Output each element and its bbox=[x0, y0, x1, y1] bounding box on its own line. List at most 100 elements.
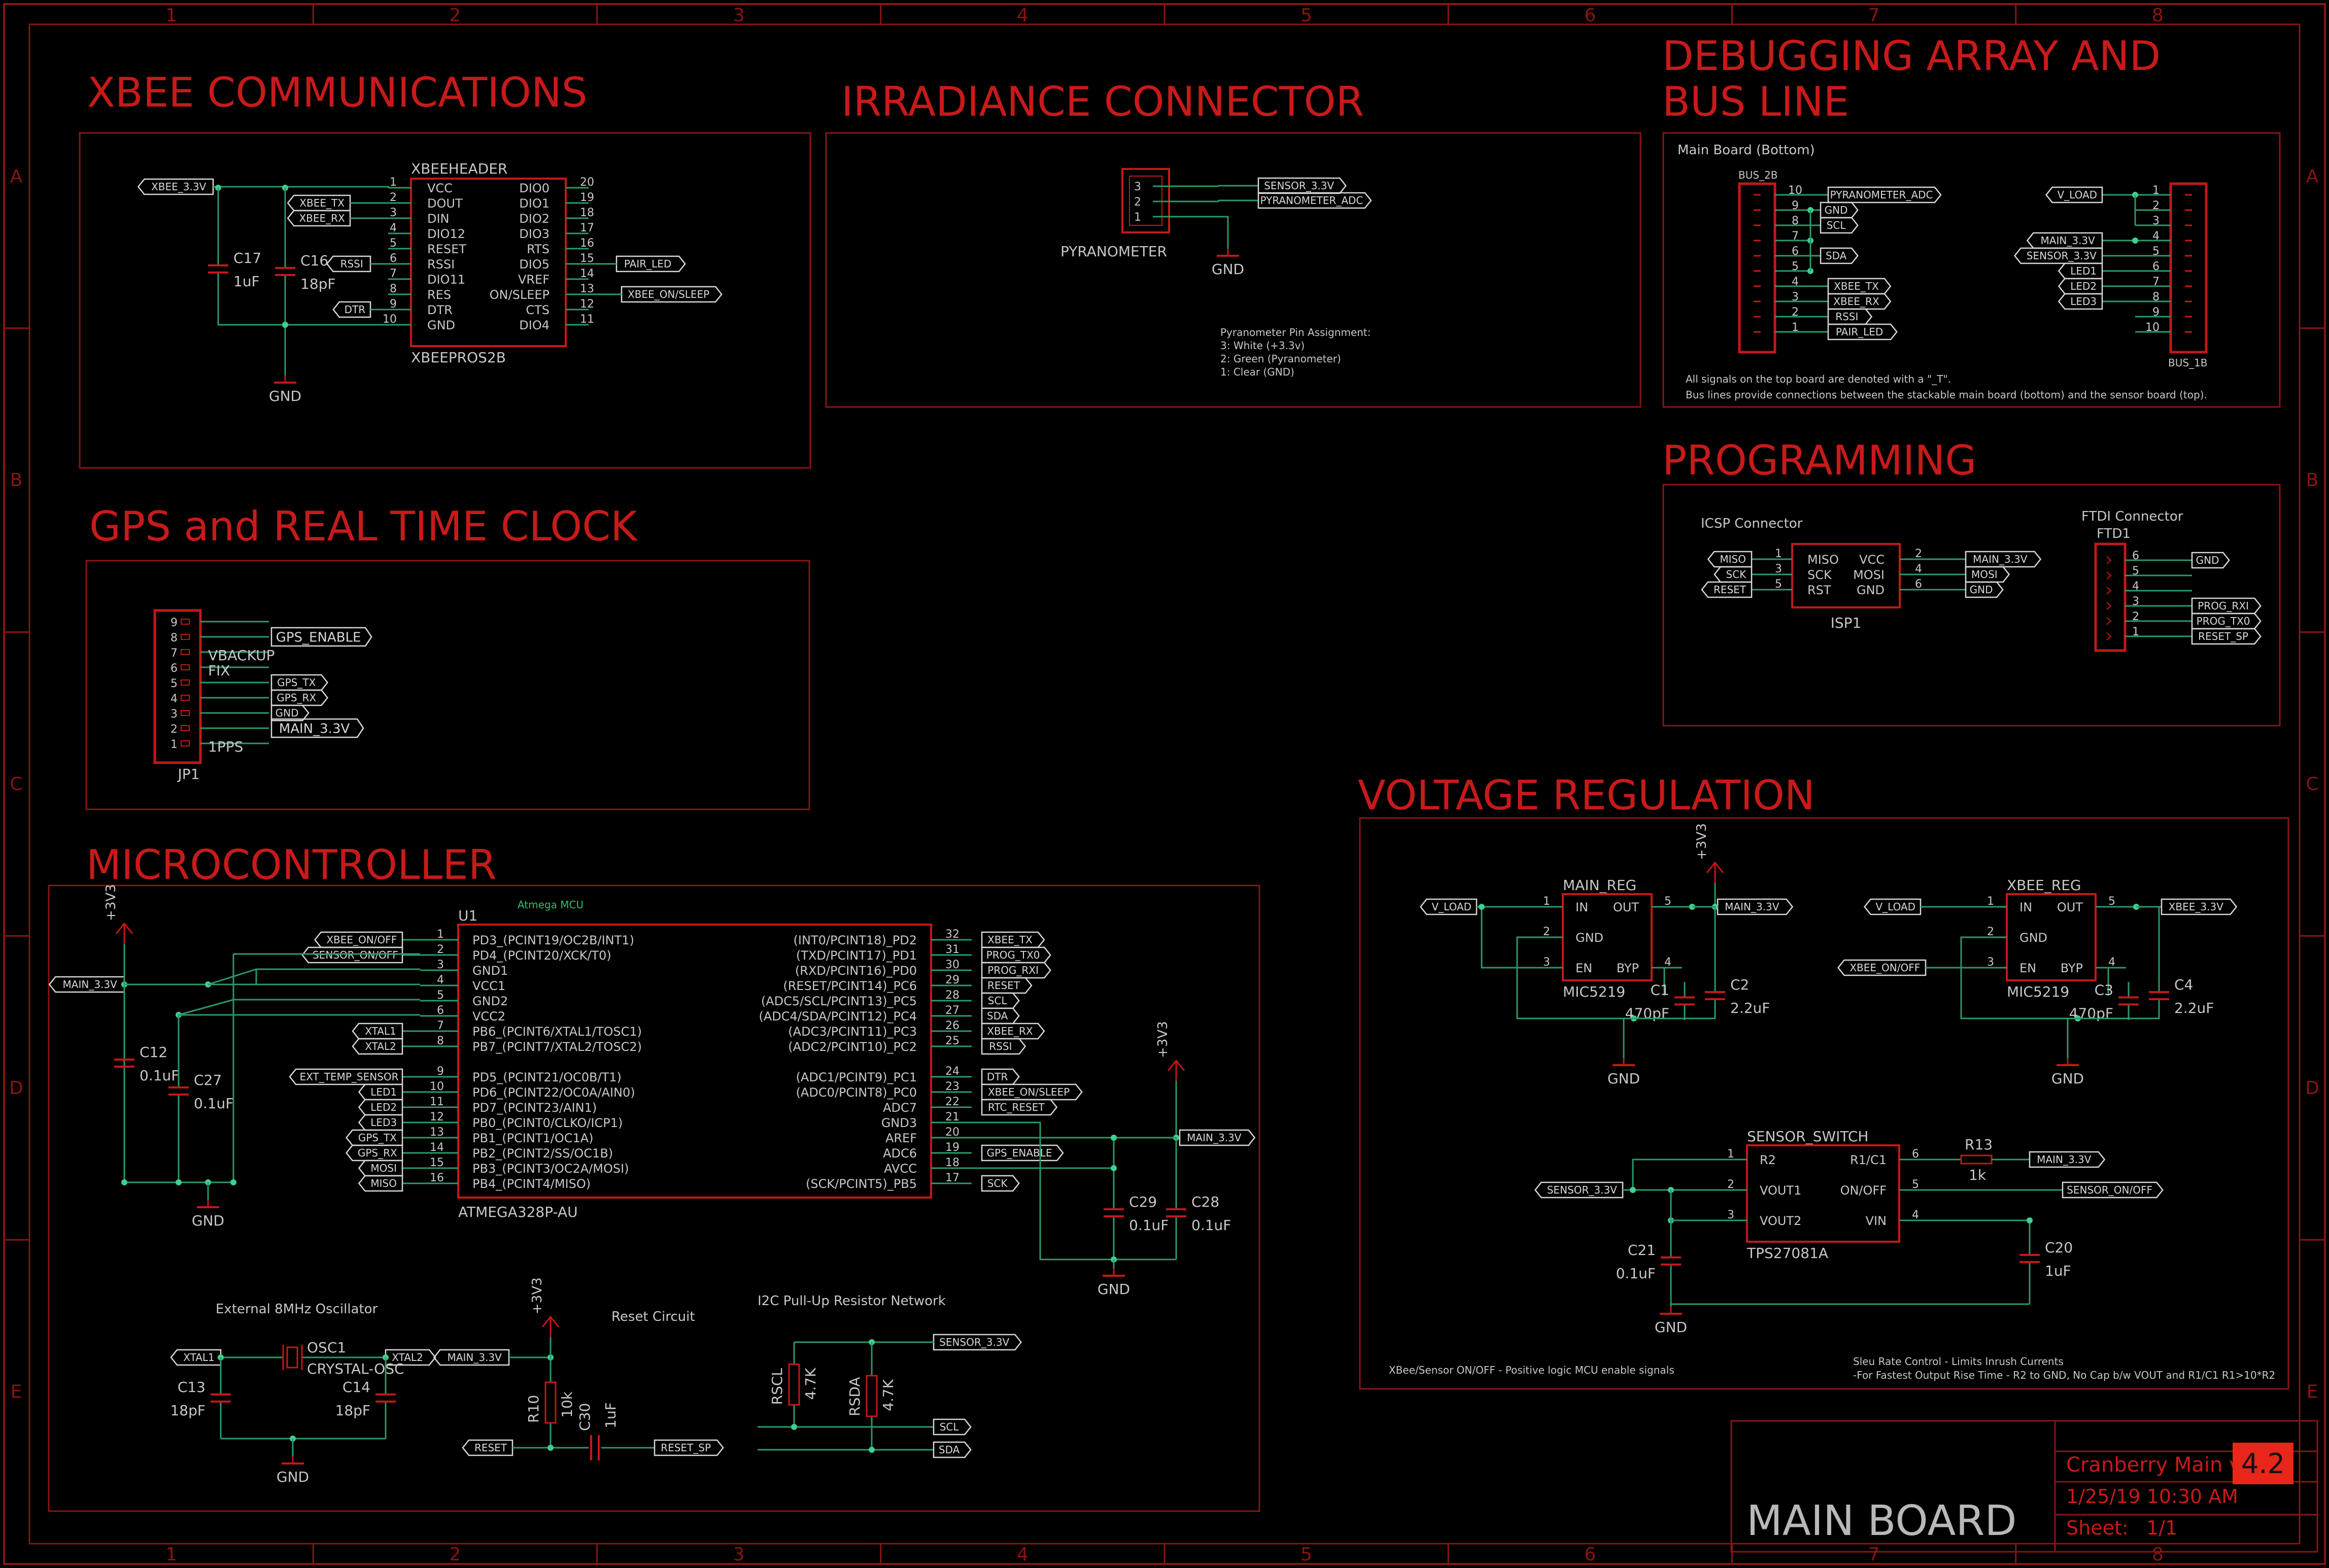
box-gps bbox=[85, 560, 810, 810]
col-label-bottom: 5 bbox=[1300, 1544, 1312, 1565]
capacitor-name: C29 bbox=[1129, 1194, 1157, 1210]
isp-net-text: GND bbox=[1970, 584, 1993, 596]
heading-debug-2: BUS LINE bbox=[1662, 78, 1849, 125]
bus2b-net bbox=[1820, 247, 1859, 264]
mcu-left-net-text: MISO bbox=[370, 1177, 397, 1189]
pin-number: 6 bbox=[390, 252, 397, 265]
capacitor-value: 0.1uF bbox=[1129, 1217, 1169, 1234]
capacitor-value: 1uF bbox=[602, 1402, 619, 1428]
pin-label: (ADC0/PCINT8)_PC0 bbox=[796, 1085, 917, 1100]
pin-label: GND bbox=[1576, 931, 1603, 945]
osc-value: CRYSTAL-OSC bbox=[307, 1360, 404, 1377]
gnd-label: GND bbox=[192, 1212, 224, 1229]
resistor-name: R10 bbox=[525, 1395, 542, 1423]
mcu-aref-main bbox=[1179, 1129, 1256, 1146]
pyranometer-note-line: 2: Green (Pyranometer) bbox=[1220, 353, 1341, 365]
bus1b-net-text: LED3 bbox=[2070, 295, 2097, 308]
mcu-left-net-text: SENSOR_ON/OFF bbox=[313, 949, 398, 961]
regulator-out-net-text: MAIN_3.3V bbox=[1725, 901, 1779, 913]
switch-sensor-net bbox=[1534, 1181, 1624, 1199]
pin-number: 3 bbox=[1543, 956, 1550, 969]
pin-number: 7 bbox=[2152, 276, 2160, 288]
row-label-right: E bbox=[2307, 1382, 2318, 1403]
mcu-right-net bbox=[981, 1144, 1064, 1162]
reset-title: Reset Circuit bbox=[611, 1309, 695, 1324]
i2c-sensor-3v3-text: SENSOR_3.3V bbox=[939, 1336, 1009, 1348]
pin-label: DIO3 bbox=[519, 227, 550, 241]
pin-number: 5 bbox=[1775, 578, 1782, 591]
ftdi-connector bbox=[2094, 542, 2127, 652]
col-label-top: 6 bbox=[1584, 5, 1596, 26]
pin-number: 9 bbox=[390, 298, 397, 311]
pin-number: 29 bbox=[945, 974, 960, 986]
capacitor-name: C14 bbox=[342, 1379, 370, 1395]
switch-name: SENSOR_SWITCH bbox=[1747, 1128, 1868, 1145]
isp-net bbox=[1714, 566, 1753, 583]
resistor-name: RSCL bbox=[769, 1368, 785, 1405]
ftdi-net-text: PROG_RXI bbox=[2198, 600, 2249, 612]
junction-dot bbox=[1111, 1165, 1117, 1171]
pin-number: 1 bbox=[1775, 548, 1782, 560]
i2c-sensor-3v3 bbox=[933, 1334, 1022, 1351]
pin-label: VCC1 bbox=[472, 979, 505, 993]
supply-label: +3V3 bbox=[104, 884, 119, 921]
pin-number: 23 bbox=[945, 1080, 960, 1093]
pin-label: DIN bbox=[427, 212, 450, 226]
bus2b-net bbox=[1820, 217, 1859, 234]
title-sheet-value: 1/1 bbox=[2146, 1517, 2177, 1539]
pin-number: 6 bbox=[1792, 245, 1799, 258]
resistor-value: 4.7K bbox=[880, 1379, 897, 1411]
bus2b-net-text: PYRANOMETER_ADC bbox=[1830, 189, 1933, 201]
pin-number: 9 bbox=[170, 617, 178, 629]
ftdi-net-text: PROG_TX0 bbox=[2197, 615, 2250, 627]
pyranometer-note-line: Pyranometer Pin Assignment: bbox=[1220, 326, 1371, 338]
connector-pin bbox=[181, 710, 190, 716]
wire bbox=[1960, 936, 2136, 1019]
pin-number: 5 bbox=[437, 989, 444, 1002]
debug-note-2: Bus lines provide connections between th… bbox=[1686, 389, 2207, 401]
gps-pin-label: VBACKUP bbox=[208, 647, 275, 664]
pin-number: 3 bbox=[170, 708, 178, 721]
regulator-in-net-text: V_LOAD bbox=[1876, 901, 1916, 913]
pin-number: 3 bbox=[2152, 215, 2160, 227]
pin-number: 4 bbox=[2152, 230, 2160, 243]
mcu-left-net-text: XTAL1 bbox=[365, 1025, 396, 1037]
row-label-right: D bbox=[2305, 1078, 2319, 1099]
gps-pin-label: FIX bbox=[208, 662, 230, 679]
pin-label: PD3_(PCINT19/OC2B/INT1) bbox=[472, 933, 634, 947]
pin-number: 2 bbox=[1987, 926, 1994, 938]
gps-net bbox=[270, 627, 372, 647]
pin-number: 18 bbox=[945, 1156, 960, 1169]
pin-label: PB2_(PCINT2/SS/OC1B) bbox=[472, 1146, 613, 1161]
gps-net bbox=[270, 704, 310, 722]
pin-label: PB4_(PCINT4/MISO) bbox=[472, 1177, 591, 1191]
junction-dot bbox=[1630, 1187, 1636, 1193]
mcu-left-net bbox=[352, 1022, 403, 1040]
switch-onoff-net bbox=[2062, 1181, 2164, 1199]
i2c-scl-text: SCL bbox=[940, 1421, 960, 1433]
regulator-out-net bbox=[2161, 898, 2238, 915]
pin-label: PD7_(PCINT23/AIN1) bbox=[472, 1101, 597, 1115]
pin-number: 10 bbox=[430, 1080, 444, 1093]
isp-net bbox=[1965, 581, 2004, 598]
resistor-body bbox=[788, 1364, 800, 1406]
mcu-left-net bbox=[358, 1099, 403, 1116]
pin-label: PB1_(PCINT1/OC1A) bbox=[472, 1131, 594, 1145]
net-xbee-tx-text: XBEE_TX bbox=[299, 197, 345, 209]
row-label-left: D bbox=[9, 1078, 23, 1099]
connector-pin bbox=[2106, 556, 2112, 564]
pyranometer-note-line: 1: Clear (GND) bbox=[1220, 366, 1294, 378]
mcu-left-net bbox=[314, 931, 403, 948]
row-label-left: E bbox=[11, 1382, 22, 1403]
junction-dot bbox=[176, 1179, 182, 1185]
capacitor-name: C16 bbox=[300, 252, 328, 269]
reset-main-3v3-text: MAIN_3.3V bbox=[448, 1351, 502, 1364]
pin-number: 4 bbox=[437, 974, 444, 986]
pin-number: 14 bbox=[580, 267, 594, 280]
icsp-title: ICSP Connector bbox=[1701, 516, 1803, 531]
col-label-top: 1 bbox=[165, 5, 177, 26]
i2c-title: I2C Pull-Up Resistor Network bbox=[758, 1293, 946, 1309]
pin-number: 7 bbox=[437, 1019, 444, 1032]
regulator-name: XBEE_REG bbox=[2007, 877, 2081, 894]
net-xbee-rx-text: XBEE_RX bbox=[299, 212, 345, 224]
